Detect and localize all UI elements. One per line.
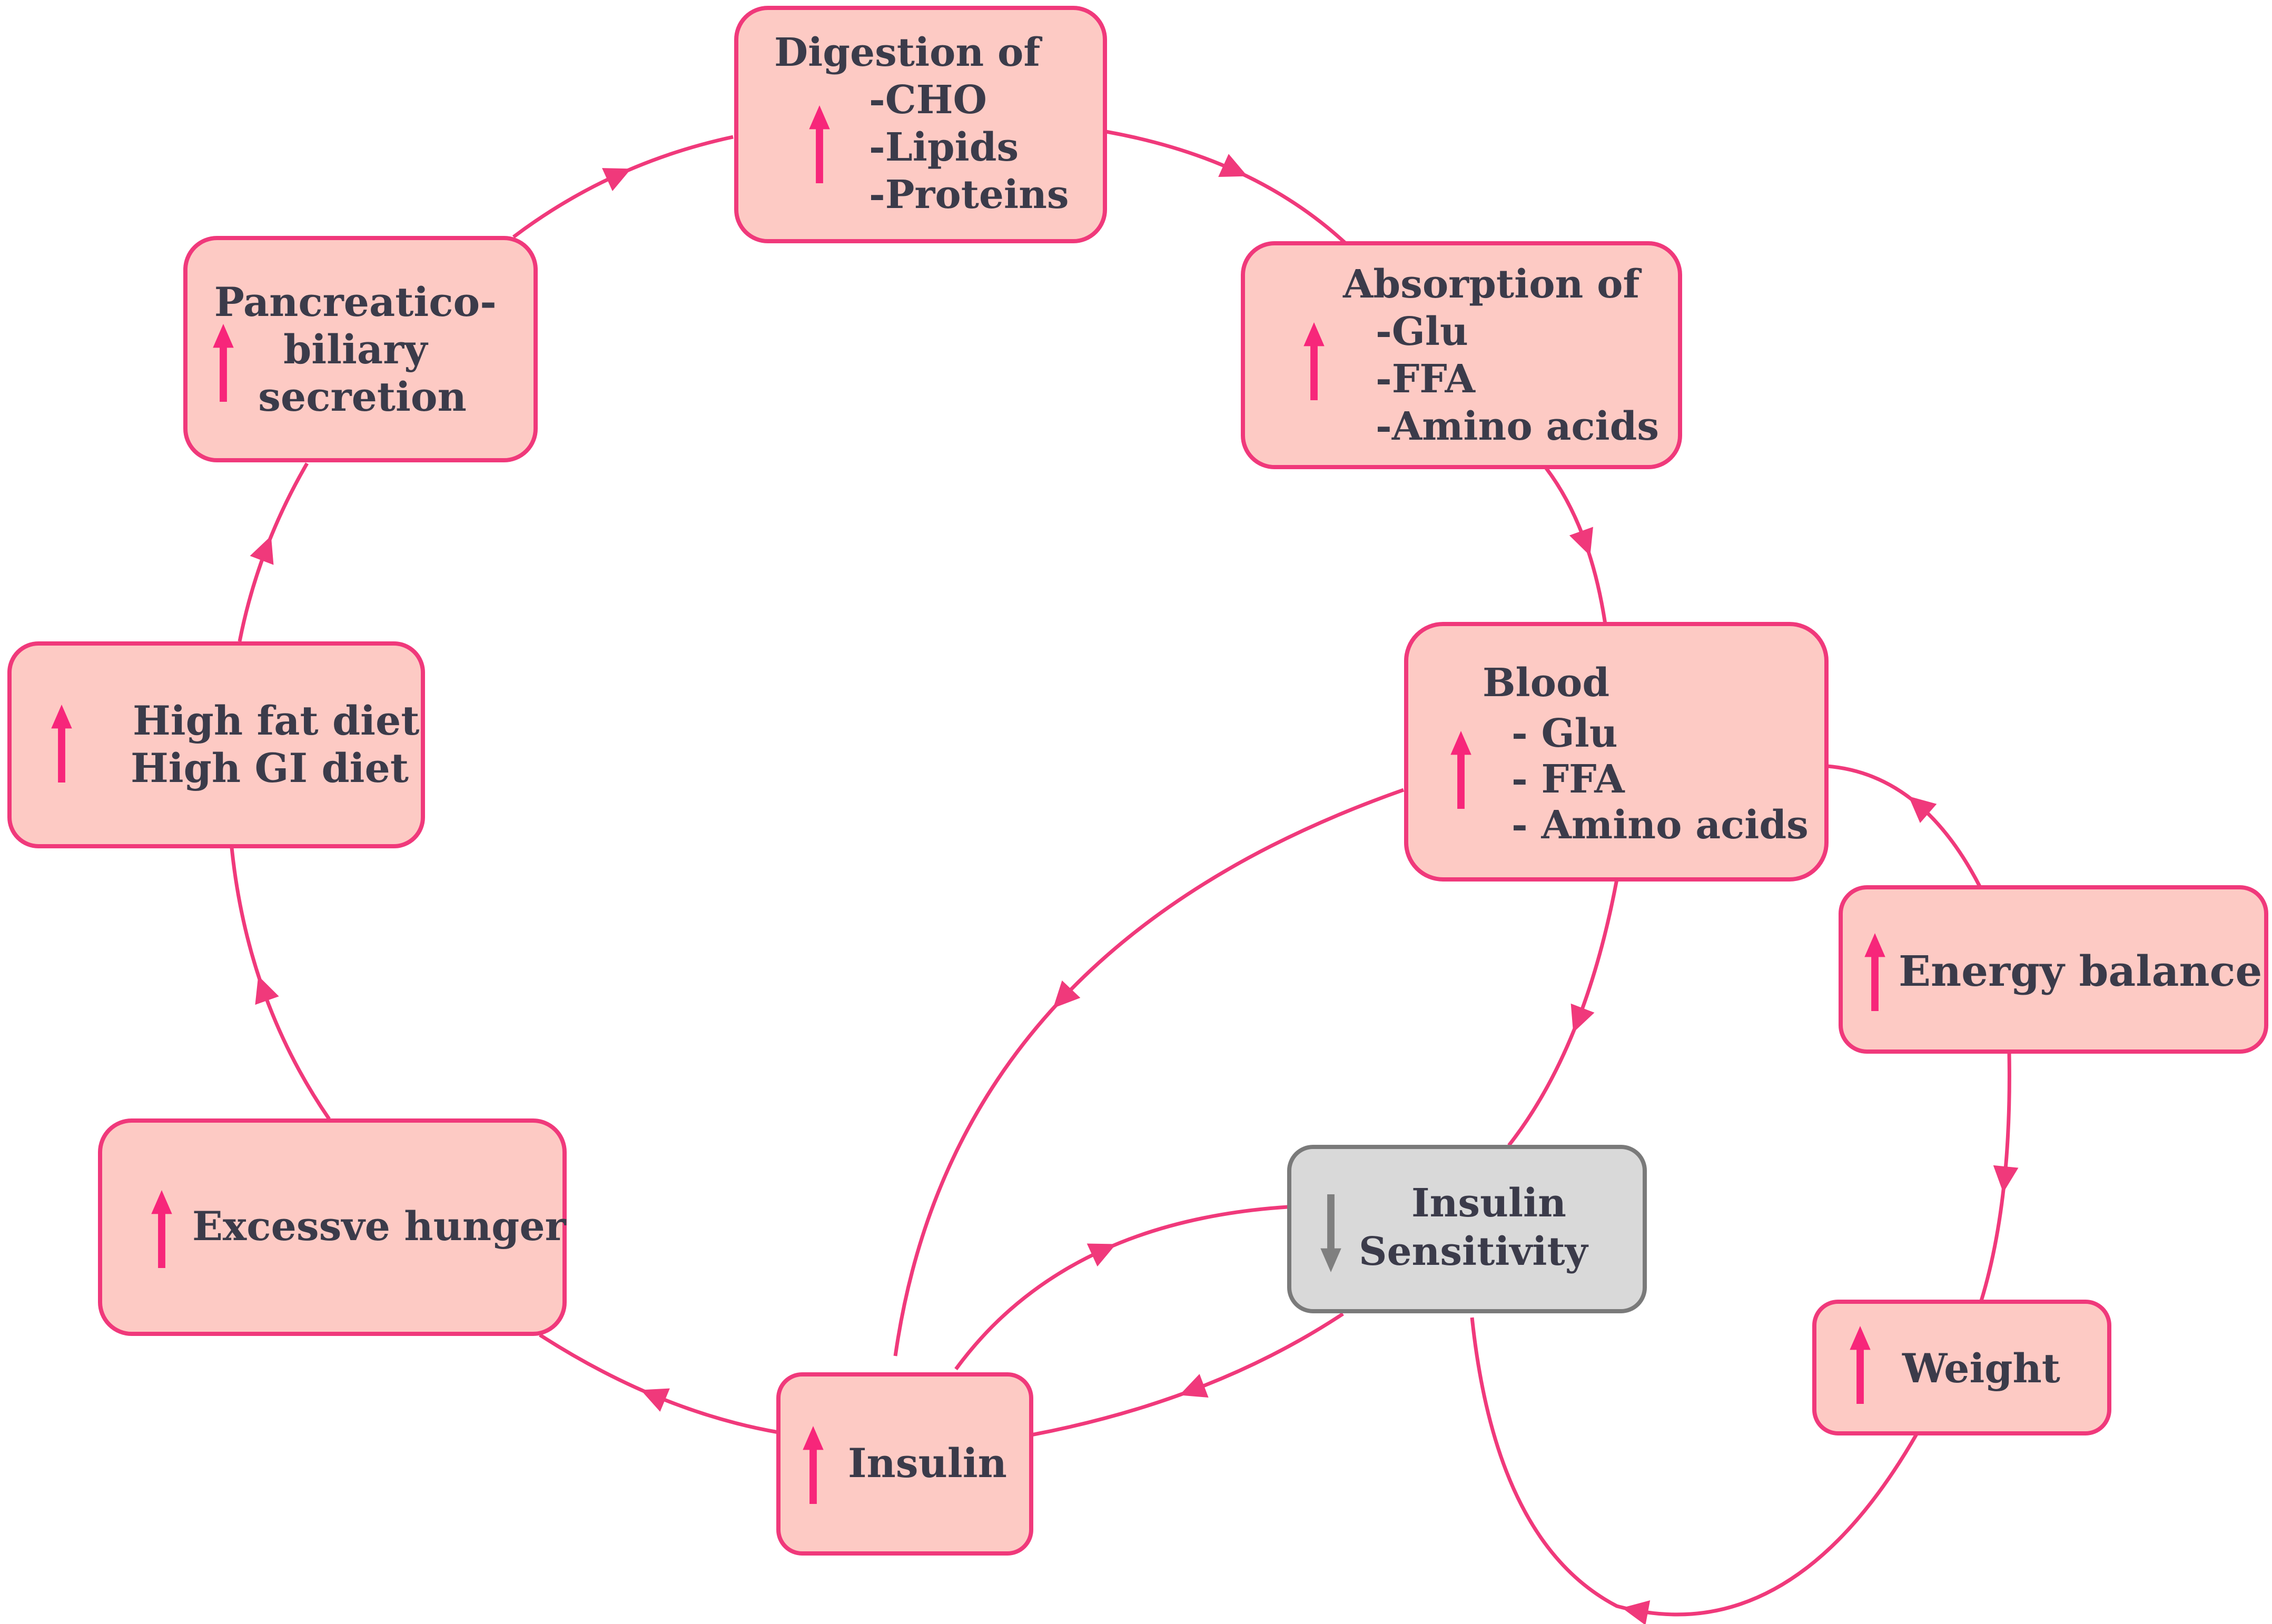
node-energy-balance-label: Energy balance [1899, 946, 2262, 996]
node-excessive-hunger-label: Excessve hunger [192, 1203, 567, 1250]
node-absorption-item: -FFA [1376, 357, 1476, 402]
node-diet-box [7, 641, 425, 848]
edge-insulin-to-insulin-sensitivity [954, 1205, 1288, 1371]
edge-digestion-to-absorption [1105, 130, 1347, 245]
svg-text:Absorption of -Glu: Absorption of -Glu -FFA -Amino acids [1342, 262, 1659, 449]
node-blood: Blood - Glu - FFA - Amino acids [1404, 622, 1829, 882]
node-excessive-hunger-box [98, 1118, 567, 1336]
node-insulin-label: Insulin [848, 1440, 1007, 1487]
node-blood-box [1404, 622, 1829, 882]
edge-arrowhead [1086, 1243, 1117, 1267]
node-absorption-title: Absorption of [1342, 262, 1642, 307]
edge-energy-balance-to-blood [1827, 764, 1982, 888]
edge-arrowhead [1218, 154, 1248, 177]
node-pancreatico: Pancreatico- biliary secretion [183, 236, 538, 462]
node-pancreatico-line: biliary [283, 326, 428, 373]
edge-blood-to-insulin-sensitivity [1507, 879, 1619, 1147]
svg-text:Energy balance: Energy balance [1899, 946, 2262, 996]
node-blood-title: Blood [1483, 660, 1609, 706]
svg-text:Insulin Sensitivity: Insulin Sensitivity [1359, 1181, 1589, 1274]
svg-text:Pancreatico- biliary: Pancreatico- biliary secretion [214, 279, 510, 420]
node-weight-label: Weight [1902, 1345, 2060, 1392]
node-blood-item: - Amino acids [1512, 803, 1809, 848]
arrowheads [250, 154, 2019, 1624]
edge-arrowhead [1570, 1003, 1595, 1033]
svg-text:Insulin: Insulin [848, 1440, 1007, 1487]
edge-insulin-to-excessive-hunger [539, 1333, 779, 1434]
node-digestion-box [734, 6, 1107, 243]
node-weight-box [1812, 1300, 2111, 1435]
node-diet-line: High fat diet [133, 697, 420, 744]
node-digestion-item: -Lipids [869, 125, 1019, 170]
edge-diet-to-pancreatico [238, 462, 309, 642]
node-insulin-box [776, 1372, 1033, 1556]
edge-arrowhead [1622, 1600, 1651, 1624]
edge-pancreatico-to-digestion [512, 135, 734, 239]
svg-text:Excessve hunger: Excessve hunger [192, 1203, 567, 1250]
node-energy-balance-box [1839, 885, 2268, 1054]
node-absorption-box [1241, 241, 1682, 469]
node-diet: High fat diet High GI diet [7, 641, 433, 848]
node-insulin: Insulin [776, 1372, 1033, 1556]
edge-insulin-sensitivity-to-insulin [1031, 1312, 1344, 1437]
node-insulin-sensitivity-line: Sensitivity [1359, 1229, 1589, 1274]
svg-text:Weight: Weight [1902, 1345, 2060, 1392]
node-diet-line: High GI diet [131, 745, 409, 791]
edge-blood-to-insulin [893, 788, 1405, 1356]
edge-arrowhead [1569, 527, 1593, 556]
edge-arrowhead [602, 168, 631, 191]
node-digestion: Digestion of -CHO -Lipids -Proteins [734, 6, 1107, 243]
edge-arrowhead [1053, 980, 1081, 1008]
node-insulin-sensitivity-box [1287, 1145, 1647, 1313]
node-digestion-item: -Proteins [869, 172, 1069, 217]
edge-arrowhead [1908, 796, 1937, 823]
node-digestion-item: -CHO [869, 77, 987, 123]
node-absorption-item: -Glu [1376, 309, 1468, 354]
node-absorption-item: -Amino acids [1376, 404, 1659, 449]
edge-excessive-hunger-to-diet [230, 847, 331, 1120]
edge-arrowhead [1179, 1374, 1209, 1398]
node-excessive-hunger: Excessve hunger [98, 1118, 567, 1336]
node-weight: Weight [1812, 1300, 2111, 1435]
edge-arrowhead [255, 975, 279, 1005]
node-blood-item: - FFA [1512, 757, 1625, 802]
node-digestion-title: Digestion of [774, 30, 1042, 75]
node-insulin-sensitivity-line: Insulin [1411, 1181, 1566, 1226]
svg-text:Digestion of -CHO: Digestion of -CHO -Lipids -Proteins [774, 30, 1069, 217]
edge-absorption-to-blood [1544, 466, 1607, 625]
svg-text:Blood - Glu - FFA: Blood - Glu - FFA - Amino acids [1483, 660, 1809, 848]
node-energy-balance: Energy balance [1839, 885, 2268, 1054]
node-pancreatico-line: Pancreatico- [214, 279, 497, 325]
node-absorption: Absorption of -Glu -FFA -Amino acids [1241, 241, 1682, 469]
edge-arrowhead [640, 1388, 670, 1412]
node-pancreatico-line: secretion [258, 373, 467, 420]
edge-arrowhead [250, 536, 274, 565]
edge-arrowhead [1993, 1165, 2019, 1193]
edge-weight-to-insulin-sensitivity [1470, 1317, 1919, 1617]
node-blood-item: - Glu [1512, 711, 1618, 756]
svg-text:High fat diet High GI di: High fat diet High GI diet [131, 697, 433, 791]
node-insulin-sensitivity: Insulin Sensitivity [1287, 1145, 1647, 1313]
node-pancreatico-box [183, 236, 538, 462]
